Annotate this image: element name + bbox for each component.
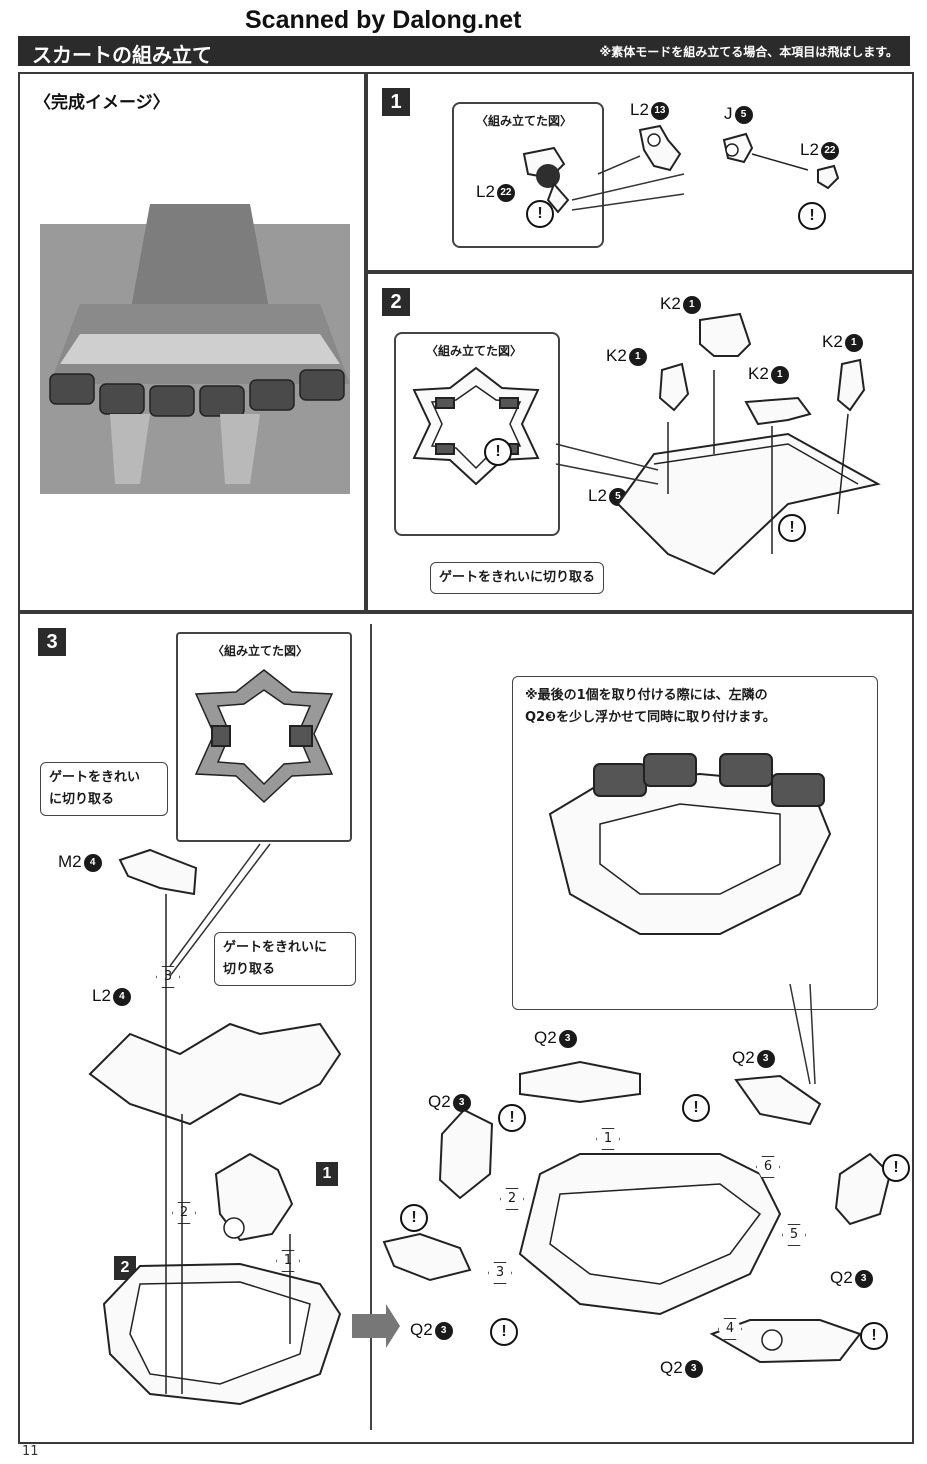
completion-title: 〈完成イメージ〉	[34, 93, 170, 113]
final-order-3: 3	[488, 1262, 512, 1284]
section-note: ※素体モードを組み立てる場合、本項目は飛ばします。	[599, 45, 898, 59]
step3-order-1: 1	[276, 1250, 300, 1272]
step2-parts-drawing	[555, 312, 881, 576]
section-header: スカートの組み立て ※素体モードを組み立てる場合、本項目は飛ばします。	[18, 36, 910, 67]
final-order-2: 2	[500, 1188, 524, 1210]
final-caution-icon-4: !	[882, 1154, 910, 1182]
step3-inset-drawing	[194, 669, 334, 804]
step3-gate-note-2: ゲートをきれいに 切り取る	[214, 932, 356, 986]
step3-order-2: 2	[172, 1202, 196, 1224]
step3-inset-title: 〈組み立てた図〉	[212, 644, 309, 658]
final-order-1: 1	[596, 1128, 620, 1150]
final-order-6: 6	[756, 1156, 780, 1178]
step3-sub-badge-1: 1	[316, 1162, 338, 1186]
final-order-4: 4	[718, 1318, 742, 1340]
step1-caution-icon: !	[798, 202, 826, 230]
final-caution-icon-1: !	[498, 1104, 526, 1132]
final-order-5: 5	[782, 1224, 806, 1246]
step3-left-drawing	[88, 843, 400, 1406]
step1-inset-title: 〈組み立てた図〉	[476, 114, 573, 128]
step3-sub-badge-2: 2	[114, 1256, 136, 1280]
step3-assembled-inset: 〈組み立てた図〉	[176, 632, 352, 842]
completed-skirt-image	[40, 204, 350, 494]
final-caution-icon-6: !	[860, 1322, 888, 1350]
step2-assembled-inset: 〈組み立てた図〉 !	[394, 332, 560, 536]
final-caution-icon-2: !	[400, 1204, 428, 1232]
final-caution-icon-3: !	[682, 1094, 710, 1122]
step3-gate-note-1: ゲートをきれい に切り取る	[40, 762, 168, 816]
step2-badge: 2	[382, 288, 410, 316]
completion-panel: 〈完成イメージ〉	[18, 72, 366, 612]
page-number: 11	[22, 1444, 39, 1459]
step2-inset-caution-icon: !	[484, 438, 512, 466]
final-caution-icon-5: !	[490, 1318, 518, 1346]
final-assembly-image	[382, 753, 892, 1364]
step1-badge: 1	[382, 88, 410, 116]
step1-inset-drawing	[522, 146, 685, 214]
step3-panel: 3 〈組み立てた図〉 ゲートをきれい に切り取る ゲートをきれいに 切り取る M…	[18, 612, 914, 1444]
watermark: Scanned by Dalong.net	[245, 6, 522, 34]
step3-divider	[370, 624, 372, 1430]
step1-parts-drawing	[597, 124, 840, 190]
step2-inset-title: 〈組み立てた図〉	[426, 344, 523, 358]
section-title: スカートの組み立て	[32, 43, 212, 67]
step2-caution-icon: !	[778, 514, 806, 542]
step2-gate-note: ゲートをきれいに切り取る	[430, 562, 605, 594]
step3-badge: 3	[38, 628, 66, 656]
step1-inset-caution-icon: !	[526, 200, 554, 228]
